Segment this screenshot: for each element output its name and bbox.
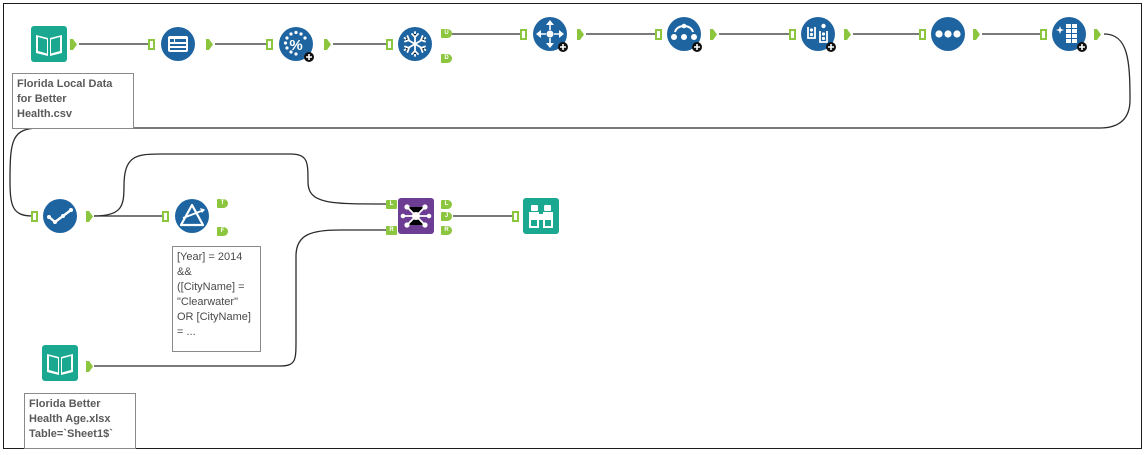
input-anchor[interactable] [386,39,393,50]
output-anchor[interactable] [710,29,717,40]
input-anchor[interactable] [512,211,519,222]
snowflake-icon [398,27,432,61]
input-anchor[interactable] [1040,29,1047,40]
binoculars-icon [523,198,559,234]
output-anchor[interactable] [973,29,980,40]
input-anchor[interactable] [655,29,662,40]
wire-checkmark-join-l [93,153,387,217]
percent-icon: % [279,27,314,62]
crosstab-tool[interactable] [397,26,433,62]
wire-tool9-checkmark [9,33,1131,217]
filter-annotation[interactable]: [Year] = 2014 && ([CityName] = "Clearwat… [172,246,261,352]
input-anchor[interactable] [31,211,38,222]
output-anchor[interactable] [206,39,213,50]
output-anchor-d[interactable]: D [441,54,452,63]
wire-input2-join-r [94,229,386,367]
canvas-frame [3,3,1142,449]
input-anchor[interactable] [162,211,169,222]
move-arrows-icon [533,17,568,52]
input-anchor[interactable] [520,29,527,40]
output-anchor[interactable] [844,29,851,40]
output-anchor-u[interactable]: U [441,29,452,38]
filter-tool[interactable] [174,198,210,234]
output-anchor[interactable] [1094,29,1101,40]
annotation-line: Health Age.xlsx [29,413,111,425]
input-anchor[interactable] [148,39,155,50]
grid-sparkle-icon [1052,17,1087,52]
output-anchor-right[interactable]: R [441,226,452,235]
filter-triangle-icon [175,199,209,233]
output-anchor-false[interactable]: F [217,227,228,236]
check-icon [43,199,77,233]
macro-tool-6[interactable] [666,16,702,52]
output-anchor-true[interactable]: T [217,199,228,208]
checkmark-tool[interactable] [42,198,78,234]
input-anchor-left[interactable]: L [386,200,397,209]
input-data-tool-2[interactable] [42,345,78,381]
annotation-line: = ... [177,326,196,338]
macro-tool-9[interactable] [1051,16,1087,52]
input-anchor[interactable] [919,29,926,40]
annotation-line: "Clearwater" [177,296,238,308]
select-tool[interactable] [160,26,196,62]
annotation-line: Florida Local Data [17,78,113,90]
book-icon [42,345,78,381]
annotation-line: Health.csv [17,108,73,120]
input-anchor-right[interactable]: R [386,226,397,235]
input-annotation[interactable]: Florida Local Data for Better Health.csv [12,73,134,129]
input-data-tool[interactable] [31,26,67,62]
three-dots-icon [931,17,965,51]
output-anchor[interactable] [577,29,584,40]
output-anchor[interactable] [86,361,93,372]
input-anchor[interactable] [789,29,796,40]
annotation-line: Florida Better [29,398,101,410]
book-icon [31,26,67,62]
sample-tool[interactable]: % [278,26,314,62]
annotation-line: && [177,266,192,278]
svg-text:%: % [289,37,302,54]
output-anchor-left[interactable]: L [441,200,452,209]
output-anchor[interactable] [324,39,331,50]
annotation-line: [Year] = 2014 [177,251,243,263]
input-anchor[interactable] [266,39,273,50]
people-icon [801,17,836,52]
annotation-line: Table=`Sheet1$` [29,428,113,440]
join-icon [398,198,434,234]
annotation-line: OR [CityName] [177,311,251,323]
annotation-line: ([CityName] = [177,281,245,293]
output-anchor[interactable] [70,39,77,50]
macro-tool-7[interactable] [800,16,836,52]
dots-arc-icon [667,17,702,52]
output-anchor-join[interactable]: J [441,212,452,221]
macro-tool-8[interactable] [930,16,966,52]
annotation-line: for Better [17,93,67,105]
join-tool[interactable] [398,198,434,234]
macro-tool-5[interactable] [532,16,568,52]
input-annotation-2[interactable]: Florida Better Health Age.xlsx Table=`Sh… [24,393,136,449]
select-columns-icon [161,27,195,61]
browse-tool[interactable] [523,198,559,234]
output-anchor[interactable] [86,211,93,222]
